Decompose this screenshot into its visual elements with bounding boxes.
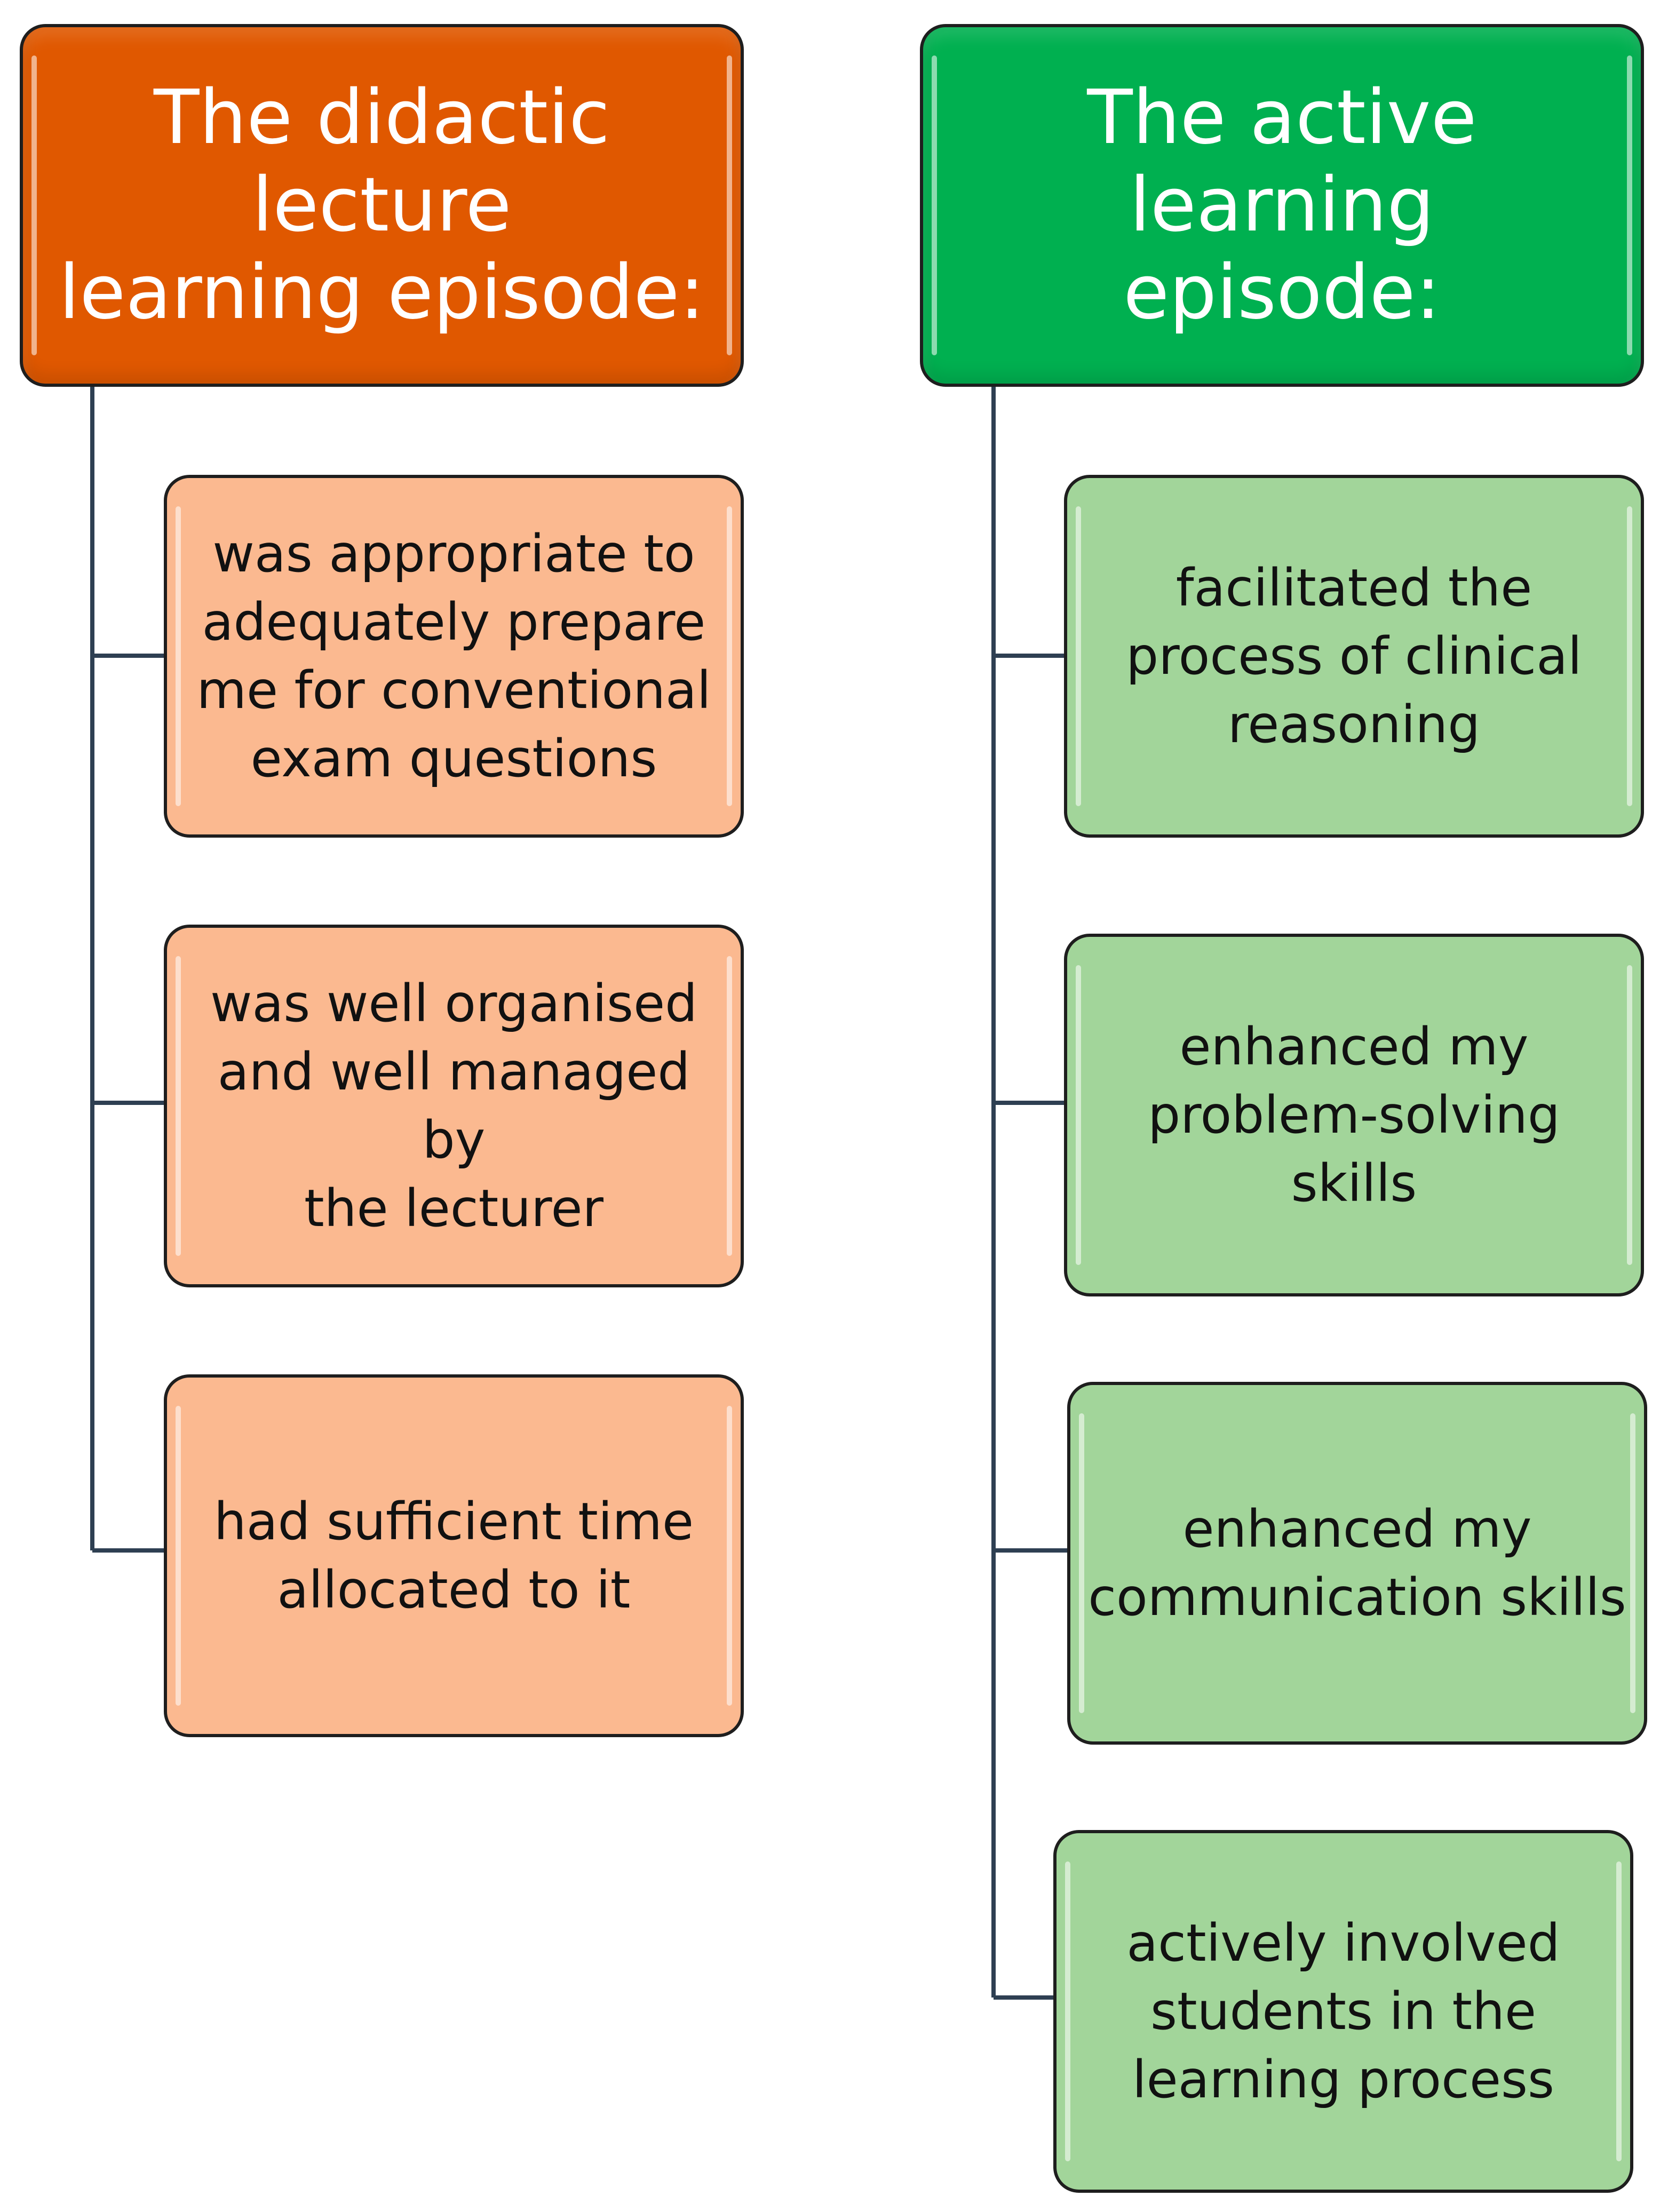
didactic-lecture-header: The didactic lecture learning episode: (20, 24, 744, 387)
didactic-item-1-label: was appropriate to adequately prepare me… (196, 524, 711, 789)
didactic-lecture-header-label: The didactic lecture learning episode: (59, 74, 705, 336)
active-item-4-label: actively involved students in the learni… (1126, 1913, 1560, 2110)
active-item-2: enhanced my problem-solving skills (1064, 934, 1644, 1296)
didactic-item-1: was appropriate to adequately prepare me… (164, 475, 744, 838)
active-item-4: actively involved students in the learni… (1053, 1830, 1633, 2193)
active-item-2-label: enhanced my problem-solving skills (1148, 1017, 1560, 1213)
active-item-1: facilitated the process of clinical reas… (1064, 475, 1644, 838)
active-item-1-label: facilitated the process of clinical reas… (1126, 558, 1582, 754)
didactic-item-3-label: had sufficient time allocated to it (213, 1492, 694, 1620)
active-learning-header: The active learning episode: (920, 24, 1644, 387)
didactic-item-3: had sufficient time allocated to it (164, 1374, 744, 1737)
didactic-item-2-label: was well organised and well managed by t… (210, 974, 698, 1238)
active-item-3: enhanced my communication skills (1067, 1382, 1647, 1745)
active-item-3-label: enhanced my communication skills (1088, 1499, 1626, 1627)
active-learning-header-label: The active learning episode: (1087, 74, 1477, 336)
didactic-item-2: was well organised and well managed by t… (164, 925, 744, 1287)
